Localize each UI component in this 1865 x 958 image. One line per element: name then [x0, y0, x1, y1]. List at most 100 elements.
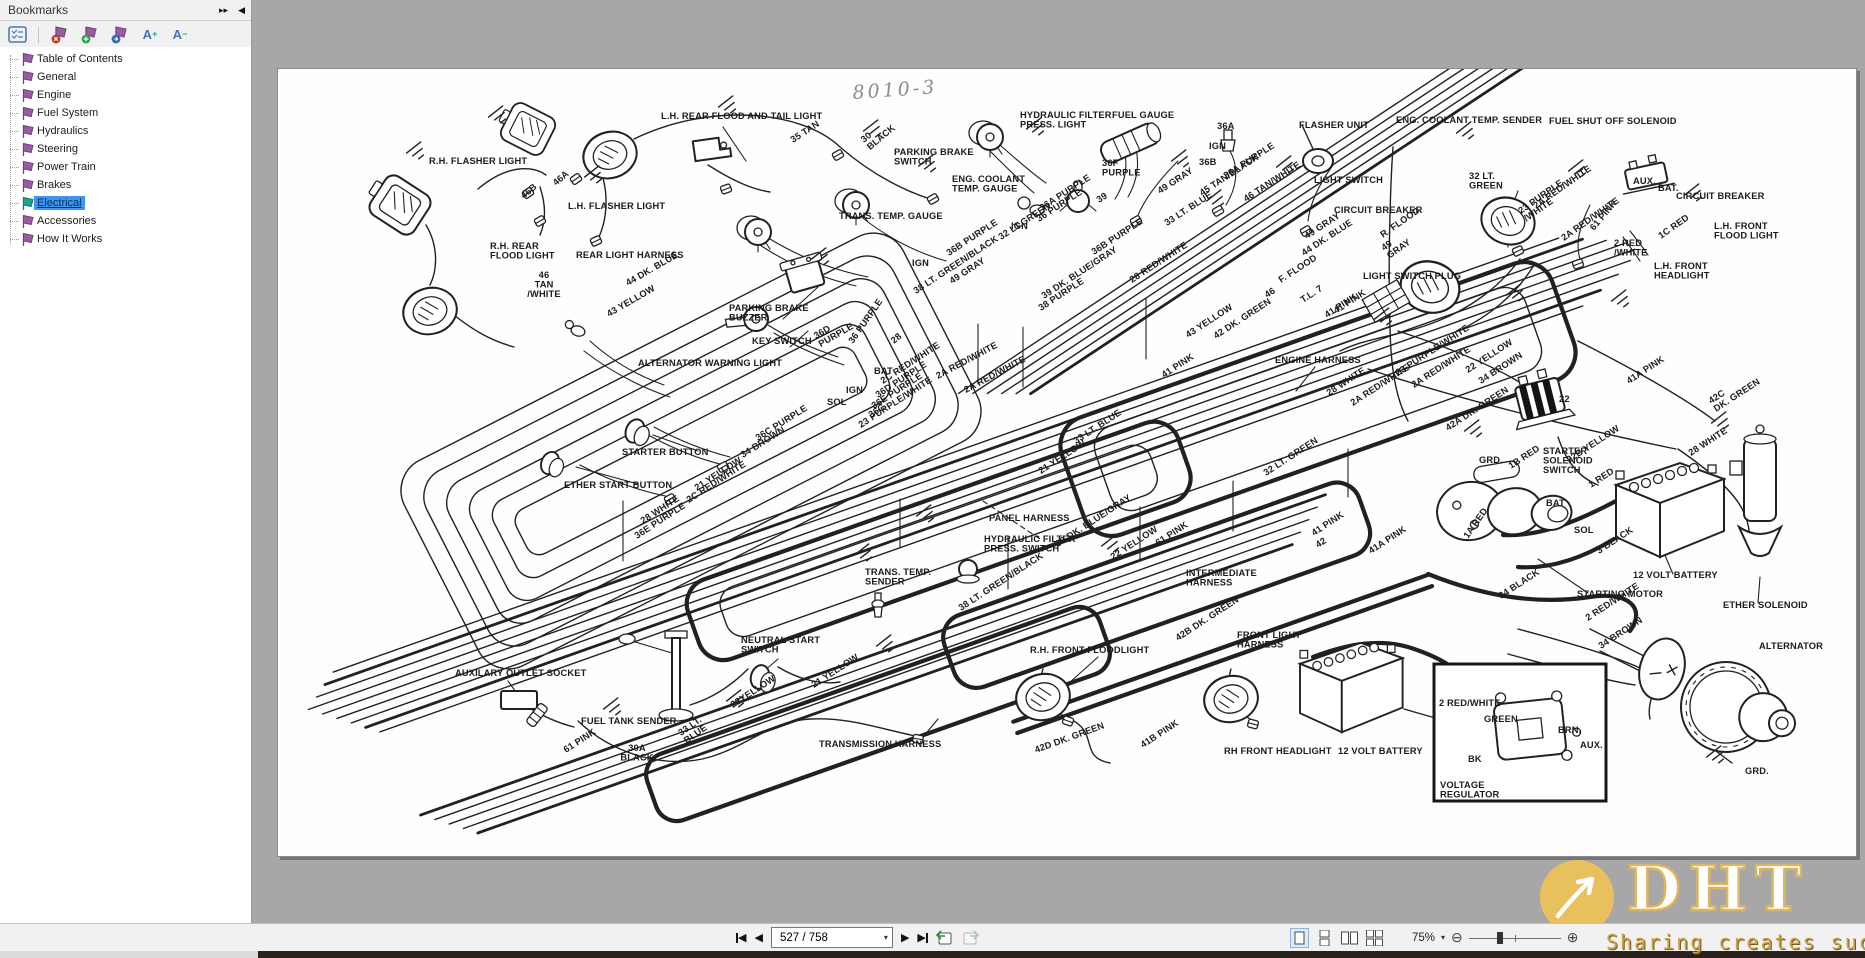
- diagram-label-rh-front-headlight: RH FRONT HEADLIGHT: [1224, 746, 1332, 756]
- bookmark-item-label: General: [37, 71, 77, 83]
- diagram-label-w34-brown-alt: 34 BROWN: [1597, 615, 1645, 651]
- bookmark-item-hydraulics[interactable]: Hydraulics: [0, 122, 251, 140]
- diagram-label-w46-small: 46: [1263, 285, 1277, 299]
- connector-icon: [1511, 244, 1525, 258]
- page-number-input[interactable]: [777, 930, 868, 945]
- bookmark-item-power-train[interactable]: Power Train: [0, 158, 251, 176]
- toolbar-separator: [38, 26, 39, 43]
- bookmark-flag-icon: [22, 124, 34, 138]
- diagram-label-w2a-red-white-r1: 2A RED/WHITE: [1531, 163, 1593, 210]
- bookmark-item-steering[interactable]: Steering: [0, 140, 251, 158]
- zoom-in-icon[interactable]: ⊕: [1566, 929, 1579, 945]
- two-page-continuous-view-icon[interactable]: [1365, 928, 1384, 948]
- diagram-label-w42-int: 42: [1314, 535, 1328, 549]
- bookmark-item-label: Electrical: [34, 196, 85, 210]
- bookmark-item-label: Power Train: [37, 161, 96, 173]
- bookmark-item-electrical[interactable]: Electrical: [0, 194, 251, 212]
- bookmark-item-label: Brakes: [37, 179, 72, 191]
- diagram-label-vr-green: GREEN: [1484, 714, 1518, 724]
- bookmark-item-label: Hydraulics: [37, 125, 89, 137]
- add-bookmark-icon[interactable]: [79, 25, 101, 45]
- diagram-label-battery-12v-right: 12 VOLT BATTERY: [1633, 570, 1718, 580]
- previous-view-icon[interactable]: [936, 930, 954, 946]
- zoom-level-value[interactable]: 75%: [1412, 931, 1436, 944]
- diagram-label-w61-pink-aux: 61 PINK: [562, 727, 598, 755]
- diagram-label-fuel-gauge: FUEL GAUGE: [1112, 110, 1174, 120]
- continuous-view-icon[interactable]: [1315, 928, 1334, 948]
- diagram-label-vr-aux: AUX.: [1580, 740, 1603, 750]
- diagram-label-w41-pink-eng: 41 PINK: [1160, 352, 1196, 380]
- diagram-label-rear-light-harness: REAR LIGHT HARNESS: [576, 250, 684, 260]
- next-view-icon[interactable]: [962, 930, 980, 946]
- diagram-label-key-switch: KEY SWITCH: [752, 336, 812, 346]
- bookmark-item-fuel-system[interactable]: Fuel System: [0, 104, 251, 122]
- diagram-label-w28-top: 28: [889, 331, 904, 346]
- delete-bookmark-icon[interactable]: [49, 25, 71, 45]
- bookmarks-toolbar: A+ A−: [0, 21, 251, 48]
- increase-font-icon[interactable]: A+: [142, 27, 158, 42]
- diagram-label-light-switch-plug: LIGHT SWITCH PLUG: [1363, 271, 1461, 281]
- bookmark-item-brakes[interactable]: Brakes: [0, 176, 251, 194]
- bookmark-item-general[interactable]: General: [0, 68, 251, 86]
- diagram-label-w39: 39: [1095, 190, 1109, 204]
- bookmark-item-engine[interactable]: Engine: [0, 86, 251, 104]
- bookmark-options-icon[interactable]: [6, 25, 28, 45]
- diagram-label-eng-coolant-temp-sender: ENG. COOLANT TEMP. SENDER: [1396, 115, 1542, 125]
- diagram-label-grd-motor: GRD.: [1479, 455, 1503, 465]
- wire-art: [307, 50, 1761, 835]
- diagram-label-bat-cb: BAT.: [1658, 183, 1679, 193]
- diagram-label-alternator-warning-light: ALTERNATOR WARNING LIGHT: [638, 358, 782, 368]
- diagram-label-alternator: ALTERNATOR: [1759, 641, 1823, 651]
- diagram-label-light-switch: LIGHT SWITCH: [1314, 175, 1383, 185]
- bookmark-flag-icon: [22, 232, 34, 246]
- diagram-label-wtl7: T.L. 7: [1299, 283, 1325, 305]
- diagram-label-flasher-unit: FLASHER UNIT: [1299, 120, 1369, 130]
- goto-bookmark-icon[interactable]: [109, 25, 131, 45]
- first-page-button[interactable]: ◀: [736, 932, 747, 944]
- last-page-button[interactable]: ▶: [917, 932, 928, 944]
- collapse-panel-icon[interactable]: ◀: [238, 4, 245, 15]
- bookmark-item-how-it-works[interactable]: How It Works: [0, 230, 251, 248]
- diagram-label-w1b-red: 1B RED: [1507, 443, 1542, 471]
- bookmark-flag-icon: [22, 142, 34, 156]
- previous-page-button[interactable]: ◀: [754, 932, 763, 944]
- diagram-label-auxiliary-outlet-socket: AUXILARY OUTLET SOCKET: [455, 668, 587, 678]
- single-page-view-icon[interactable]: [1290, 927, 1309, 948]
- expand-panels-icon[interactable]: ▸▸: [219, 4, 229, 15]
- diagram-label-grd-alternator: GRD.: [1745, 766, 1769, 776]
- diagram-label-ign-mid: IGN: [1011, 221, 1028, 231]
- zoom-out-icon[interactable]: ⊖: [1451, 929, 1463, 945]
- component-glyphs: [358, 96, 1797, 803]
- ground-icon: [1610, 289, 1634, 312]
- zoom-dropdown-caret-icon[interactable]: ▾: [1441, 933, 1446, 942]
- bookmark-flag-icon: [22, 106, 34, 120]
- next-page-button[interactable]: ▶: [900, 932, 910, 944]
- zoom-slider[interactable]: [1468, 931, 1561, 945]
- two-page-view-icon[interactable]: [1340, 928, 1359, 948]
- bookmark-item-accessories[interactable]: Accessories: [0, 212, 251, 230]
- diagram-label-circuit-breaker-mid: CIRCUIT BREAKER: [1334, 205, 1423, 215]
- diagram-label-vr-bk: BK: [1468, 754, 1482, 764]
- panel-bottom-strip: [0, 951, 258, 958]
- page-handwritten-number: 8010-3: [852, 76, 938, 104]
- bookmark-flag-icon: [22, 178, 34, 192]
- page-dropdown-caret-icon[interactable]: ▾: [883, 933, 888, 942]
- diagram-label-battery-12v-bottom: 12 VOLT BATTERY: [1338, 746, 1423, 756]
- decrease-font-icon[interactable]: A−: [172, 27, 188, 42]
- connector-icon: [831, 148, 845, 162]
- diagram-label-key-sol: SOL: [827, 397, 847, 407]
- diagram-label-ether-start-button: ETHER START BUTTON: [564, 480, 672, 490]
- diagram-label-sol-sol: SOL: [1574, 525, 1594, 535]
- bookmark-flag-icon: [22, 88, 34, 102]
- diagram-label-w41a-pink-r: 41A PINK: [1625, 354, 1666, 386]
- connector-icon: [589, 234, 603, 248]
- diagram-label-rh-flasher-light: R.H. FLASHER LIGHT: [429, 156, 527, 166]
- zoom-slider-handle[interactable]: [1496, 931, 1503, 944]
- bookmark-item-table-of-contents[interactable]: Table of Contents: [0, 50, 251, 68]
